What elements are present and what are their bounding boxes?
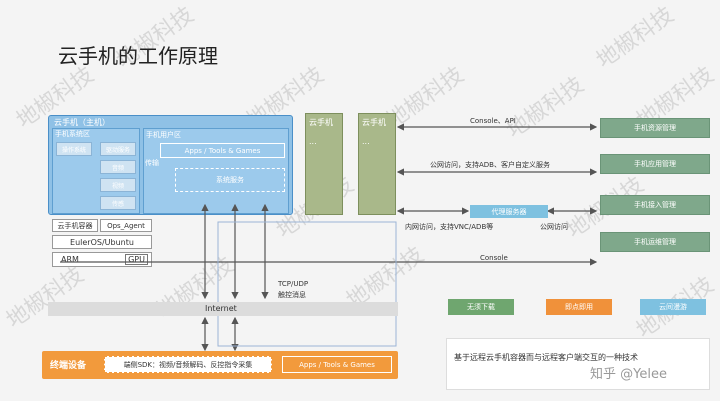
phone-box: 云手机 ...: [305, 113, 343, 215]
link-label: 触控消息: [278, 291, 306, 299]
terminal-sdk: 端侧SDK：视频/音频解码、反控指令采集: [104, 356, 272, 373]
internet-region: [217, 221, 397, 347]
arm-label: ARM: [61, 255, 79, 264]
container-box: 云手机容器: [52, 219, 98, 232]
mgmt-box: 手机运维管理: [600, 232, 710, 252]
caption: 基于远程云手机容器而与远程客户端交互的一种技术: [454, 353, 638, 362]
terminal-apps: Apps / Tools & Games: [282, 356, 392, 373]
badge-instant: 即点即用: [546, 299, 612, 315]
user-service: 系统服务: [175, 168, 285, 192]
arm-box: ARM GPU: [52, 252, 152, 267]
credit: 知乎 @Yelee: [590, 367, 667, 382]
mgmt-box: 手机资源管理: [600, 118, 710, 138]
system-area-label: 手机系统区: [55, 130, 90, 138]
user-apps: Apps / Tools & Games: [160, 143, 285, 158]
phone-dots: ...: [362, 137, 370, 146]
badge-share: 云间漫游: [640, 299, 706, 315]
badge-no-download: 无须下载: [448, 299, 514, 315]
terminal-label: 终端设备: [50, 361, 87, 371]
link-label: Console、API: [470, 117, 516, 125]
page-title: 云手机的工作原理: [58, 44, 218, 68]
internet-label: Internet: [205, 304, 237, 313]
phone-dots: ...: [309, 137, 317, 146]
link-label: 公网访问: [540, 223, 568, 231]
gpu-label: GPU: [125, 254, 148, 265]
internet-band: [48, 302, 398, 316]
phone-box: 云手机 ...: [358, 113, 396, 215]
agent-box: Ops_Agent: [100, 219, 152, 232]
user-area: [143, 128, 289, 214]
caption-box: [446, 338, 710, 390]
sys-item: 操作系统: [56, 142, 92, 156]
user-area-label: 手机用户区: [146, 131, 181, 139]
phone-label: 云手机: [362, 118, 386, 127]
mgmt-box: 手机接入管理: [600, 195, 710, 215]
os-box: EulerOS/Ubuntu: [52, 235, 152, 249]
proxy-box: 代理服务器: [470, 205, 548, 218]
sys-item: 传感: [100, 196, 136, 210]
mgmt-box: 手机应用管理: [600, 154, 710, 174]
user-side-label: 传输: [145, 159, 159, 167]
sys-item: 驱动服务: [100, 142, 136, 156]
sys-item: 音频: [100, 160, 136, 174]
link-label: TCP/UDP: [278, 280, 309, 288]
link-label: Console: [480, 254, 508, 262]
phone-label: 云手机: [309, 118, 333, 127]
host-label: 云手机（主机）: [54, 118, 110, 127]
sys-item: 视频: [100, 178, 136, 192]
link-label: 内网访问，支持VNC/ADB等: [405, 223, 494, 231]
link-label: 公网访问，支持ADB、客户自定义服务: [430, 161, 550, 169]
